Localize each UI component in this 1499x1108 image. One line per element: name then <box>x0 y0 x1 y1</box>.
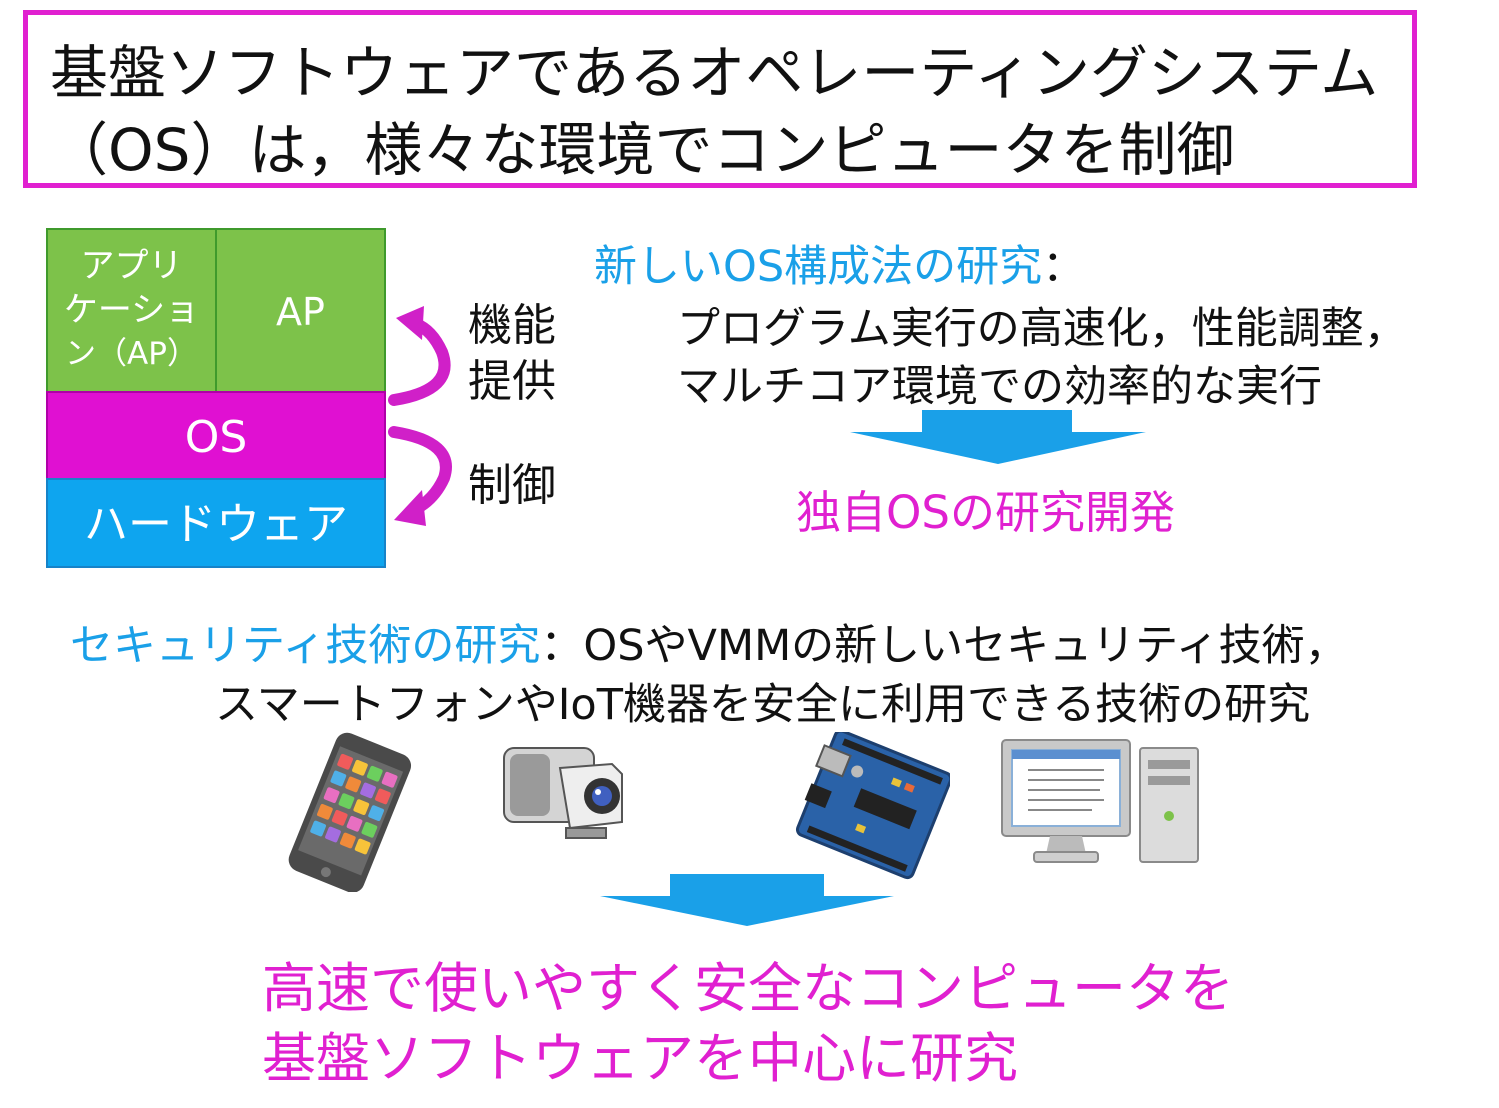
research-2-desc-1: ：OSやVMMの新しいセキュリティ技術， <box>540 621 1348 671</box>
conclusion-down-arrow-icon <box>600 874 894 926</box>
layer-application: アプリ ケーショ ン（AP） <box>46 228 217 393</box>
title-line-1: 基盤ソフトウェアであるオペレーティングシステム <box>50 39 1379 107</box>
layer-application-label-1: アプリ <box>80 246 183 286</box>
layer-application-label-3: ン（AP） <box>65 336 198 372</box>
research-1-result: 独自OSの研究開発 <box>796 486 1175 539</box>
layer-os: OS <box>46 391 386 480</box>
control-arrow-icon <box>388 426 452 526</box>
provide-arrow-icon <box>388 306 451 406</box>
research-1-desc-2: マルチコア環境での効率的な実行 <box>677 362 1322 412</box>
camera-icon <box>503 747 623 839</box>
research-1-heading: 新しいOS構成法の研究： <box>594 232 1085 294</box>
research-1-colon: ： <box>1042 242 1086 292</box>
research-2-heading: セキュリティ技術の研究：OSやVMMの新しいセキュリティ技術， <box>70 611 1348 673</box>
research-1-title: 新しいOS構成法の研究 <box>594 242 1043 292</box>
research-1-desc-1: プログラム実行の高速化，性能調整， <box>677 304 1407 354</box>
layer-os-label: OS <box>184 412 248 463</box>
title-box: 基盤ソフトウェアであるオペレーティングシステム （OS）は，様々な環境でコンピュ… <box>23 10 1417 188</box>
desktop-computer-icon <box>1001 739 1199 863</box>
provide-label-2: 提供 <box>468 356 556 407</box>
layer-arrows <box>388 306 452 526</box>
smartphone-icon <box>288 732 412 892</box>
research-2-title: セキュリティ技術の研究 <box>70 621 541 671</box>
microcontroller-board-icon <box>795 732 950 880</box>
conclusion-line-1: 高速で使いやすく安全なコンピュータを <box>262 957 1234 1020</box>
down-arrow-icon <box>850 410 1146 464</box>
conclusion-line-2: 基盤ソフトウェアを中心に研究 <box>262 1027 1018 1090</box>
research-2-desc-2: スマートフォンやIoT機器を安全に利用できる技術の研究 <box>215 680 1311 730</box>
layer-application-label-2: ケーショ <box>63 290 200 330</box>
layer-hardware-label: ハードウェア <box>84 499 348 550</box>
layer-hardware: ハードウェア <box>46 478 386 568</box>
control-label: 制御 <box>468 460 556 511</box>
layer-ap-label: AP <box>276 290 325 334</box>
title-line-2: （OS）は，様々な環境でコンピュータを制御 <box>50 116 1235 184</box>
provide-label-1: 機能 <box>468 300 556 351</box>
layer-ap: AP <box>215 228 386 393</box>
